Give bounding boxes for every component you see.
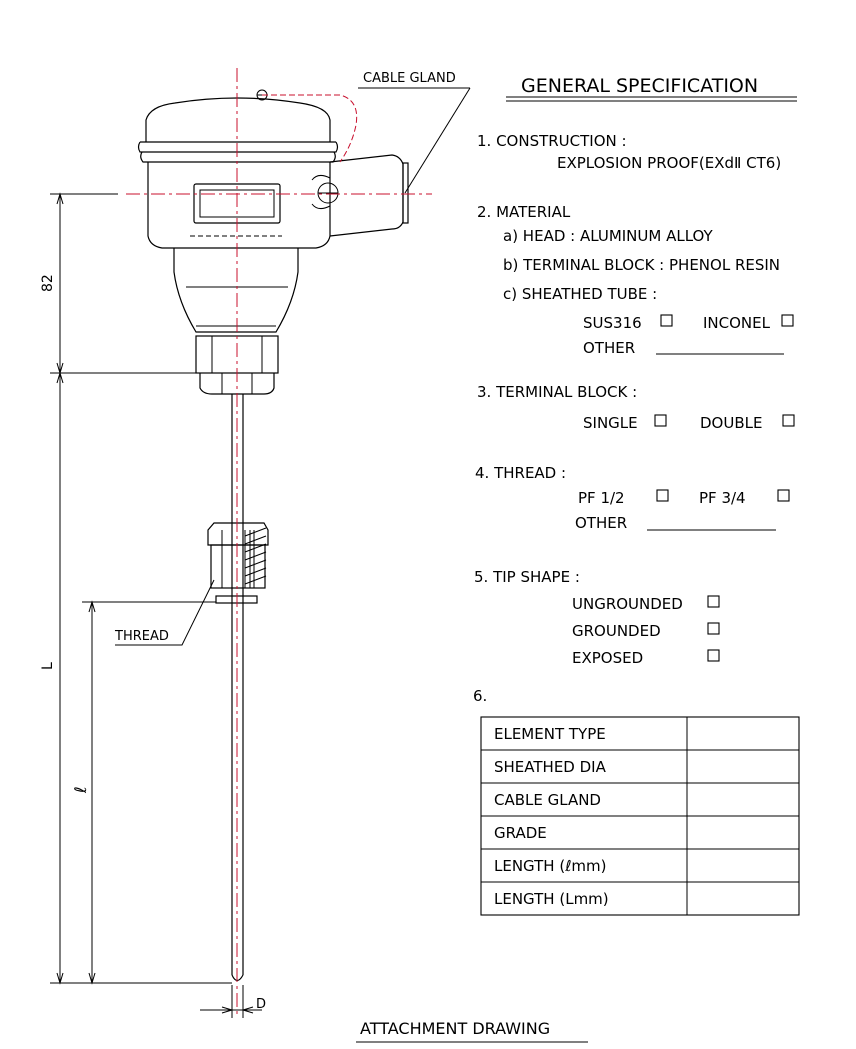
option-pf12-label: PF 1/2: [578, 489, 625, 507]
table-row-label: SHEATHED DIA: [494, 758, 607, 776]
table-value-cell[interactable]: [688, 718, 798, 749]
option-grounded-label: GROUNDED: [572, 622, 661, 640]
table-heading: 6.: [473, 687, 487, 705]
thread-fitting: [207, 522, 269, 604]
table-value-cell[interactable]: [688, 784, 798, 815]
material-head: a) HEAD : ALUMINUM ALLOY: [503, 227, 714, 245]
checkbox-pf34[interactable]: [777, 489, 790, 502]
table-value-cell[interactable]: [688, 850, 798, 881]
ground-wire: [262, 94, 358, 163]
cable-gland-leader: [404, 87, 471, 194]
thread-heading: 4. THREAD :: [475, 464, 566, 482]
checkbox-sus316[interactable]: [660, 314, 673, 327]
thread-label: THREAD: [114, 629, 169, 644]
option-pf34-label: PF 3/4: [699, 489, 746, 507]
terminal-block-heading: 3. TERMINAL BLOCK :: [477, 383, 637, 401]
dimension-L-label: L: [40, 662, 56, 670]
checkbox-ungrounded[interactable]: [707, 595, 720, 608]
checkbox-single[interactable]: [654, 414, 667, 427]
construction-heading: 1. CONSTRUCTION :: [477, 132, 627, 150]
spec-table: ELEMENT TYPE SHEATHED DIA CABLE GLAND GRADE…: [480, 716, 800, 916]
checkbox-inconel[interactable]: [781, 314, 794, 327]
dimension-lines: [50, 192, 262, 1018]
option-sus316-label: SUS316: [583, 314, 642, 332]
option-thread-other-label: OTHER: [575, 514, 627, 532]
table-row-label: CABLE GLAND: [494, 791, 601, 809]
sensor-head: [137, 89, 409, 395]
checkbox-pf12[interactable]: [656, 489, 669, 502]
construction-value: EXPLOSION PROOF(EXdⅡ CT6): [557, 154, 781, 172]
dimension-l-label: ℓ: [71, 786, 90, 794]
checkbox-double[interactable]: [782, 414, 795, 427]
table-row-label: ELEMENT TYPE: [494, 725, 606, 743]
checkbox-grounded[interactable]: [707, 622, 720, 635]
option-double-label: DOUBLE: [700, 414, 762, 432]
thread-leader: [115, 579, 215, 646]
table-row-label: LENGTH (Lmm): [494, 890, 609, 908]
option-exposed-label: EXPOSED: [572, 649, 643, 667]
option-ungrounded-label: UNGROUNDED: [572, 595, 683, 613]
option-tube-other-label: OTHER: [583, 339, 635, 357]
option-single-label: SINGLE: [583, 414, 638, 432]
table-row-label: GRADE: [494, 824, 547, 842]
material-heading: 2. MATERIAL: [477, 203, 571, 221]
material-tube: c) SHEATHED TUBE :: [503, 285, 657, 303]
dimension-82-label: 82: [40, 274, 56, 292]
table-value-cell[interactable]: [688, 883, 798, 914]
general-specification: GENERAL SPECIFICATION 1. CONSTRUCTION : …: [473, 75, 797, 705]
material-terminal: b) TERMINAL BLOCK : PHENOL RESIN: [503, 256, 780, 274]
table-value-cell[interactable]: [688, 817, 798, 848]
option-inconel-label: INCONEL: [703, 314, 771, 332]
tip-shape-heading: 5. TIP SHAPE :: [474, 568, 580, 586]
table-row-label: LENGTH (ℓmm): [494, 857, 606, 875]
spec-title: GENERAL SPECIFICATION: [521, 75, 758, 97]
checkbox-exposed[interactable]: [707, 649, 720, 662]
table-value-cell[interactable]: [688, 751, 798, 782]
dimension-D-label: D: [256, 997, 266, 1012]
cable-gland-label: CABLE GLAND: [363, 71, 456, 86]
attachment-drawing-title: ATTACHMENT DRAWING: [360, 1019, 550, 1038]
